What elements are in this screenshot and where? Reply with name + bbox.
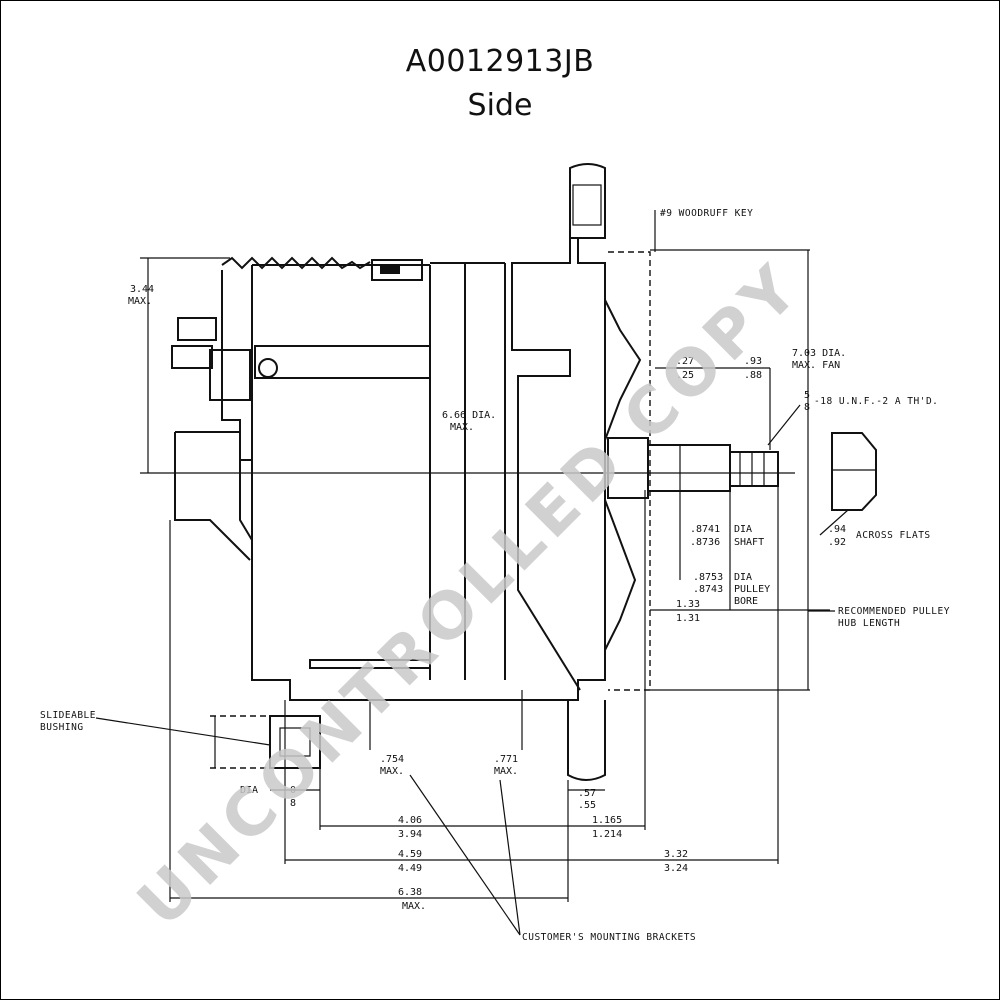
label-332: 3.32 <box>664 849 688 860</box>
label-771-max: MAX. <box>494 766 518 777</box>
label-406: 4.06 <box>398 815 422 826</box>
label-449: 4.49 <box>398 863 422 874</box>
label-638: 6.38 <box>398 887 422 898</box>
rear-lower-housing <box>175 431 253 680</box>
cooling-fins <box>221 256 371 270</box>
label-bore: BORE <box>734 596 758 607</box>
label-shaft-dia: DIA <box>734 524 752 535</box>
label-131: 1.31 <box>676 613 700 624</box>
bracket-leader-1 <box>409 774 521 936</box>
label-shaft: SHAFT <box>734 537 764 548</box>
label-brackets: CUSTOMER'S MOUNTING BRACKETS <box>522 932 696 943</box>
top-terminal <box>371 259 423 281</box>
label-666: 6.66 DIA. <box>442 410 496 421</box>
label-1165: 1.165 <box>592 815 622 826</box>
stator-bottom <box>309 659 431 669</box>
label-8743: .8743 <box>693 584 723 595</box>
bushing-bore <box>279 727 311 757</box>
label-hub-rec: RECOMMENDED PULLEY <box>838 606 950 617</box>
terminal-washer <box>258 358 278 378</box>
label-27: .27 <box>676 356 694 367</box>
fan-blade-upper <box>604 299 642 441</box>
rear-cap <box>221 270 252 461</box>
label-57: .57 <box>578 788 596 799</box>
label-thread-8: 8 <box>804 402 810 413</box>
lower-mount-ear <box>567 700 606 781</box>
top-terminal-core <box>380 264 400 274</box>
label-771: .771 <box>494 754 518 765</box>
label-slideable: SLIDEABLE <box>40 710 96 721</box>
label-344-max: MAX. <box>128 296 152 307</box>
bushing-leader <box>95 717 271 746</box>
shaft-housing <box>254 345 431 379</box>
drawing-subtitle: Side <box>467 88 533 123</box>
label-754-max: MAX. <box>380 766 404 777</box>
label-88: .88 <box>744 370 762 381</box>
label-small-0: 0 <box>290 785 296 796</box>
shaft-nut <box>831 432 877 511</box>
label-8741: .8741 <box>690 524 720 535</box>
label-small-dia: DIA <box>240 785 258 796</box>
label-bushing: BUSHING <box>40 722 84 733</box>
label-25: .25 <box>676 370 694 381</box>
slideable-bushing <box>269 715 321 769</box>
label-flats: ACROSS FLATS <box>856 530 931 541</box>
mounting-bracket-area <box>210 690 523 769</box>
dimension-lines <box>95 210 849 936</box>
thread-leader <box>767 404 801 446</box>
label-666-max: MAX. <box>450 422 474 433</box>
label-thread: -18 U.N.F.-2 A TH'D. <box>814 396 938 407</box>
label-459: 4.59 <box>398 849 422 860</box>
terminal-nut <box>177 317 217 341</box>
label-324: 3.24 <box>664 863 688 874</box>
bracket-leader-2 <box>499 779 521 936</box>
label-133: 1.33 <box>676 599 700 610</box>
dimension-labels: 3.44 MAX. 6.66 DIA. MAX. 7.03 DIA. MAX. … <box>40 208 950 943</box>
terminal-bolt <box>171 345 213 369</box>
rear-mount-boss <box>174 432 251 561</box>
fan-blade-lower <box>604 499 637 651</box>
upper-ear-slot <box>572 184 602 226</box>
fan-outline <box>608 251 651 691</box>
label-754: .754 <box>380 754 404 765</box>
label-hub-len: HUB LENGTH <box>838 618 900 629</box>
label-93: .93 <box>744 356 762 367</box>
uncontrolled-copy-watermark: UNCONTROLLED COPY <box>124 249 816 941</box>
label-8736: .8736 <box>690 537 720 548</box>
label-394: 3.94 <box>398 829 422 840</box>
alternator-body <box>140 163 877 781</box>
label-638-max: MAX. <box>402 901 426 912</box>
label-8753: .8753 <box>693 572 723 583</box>
label-woodruff: #9 WOODRUFF KEY <box>660 208 753 219</box>
threaded-shaft-end <box>729 451 779 487</box>
label-flats-92: .92 <box>828 537 846 548</box>
label-small-8: 8 <box>290 798 296 809</box>
drawing-title: A0012913JB <box>405 44 595 79</box>
label-1214: 1.214 <box>592 829 622 840</box>
label-thread-5: 5 <box>804 390 810 401</box>
label-55: .55 <box>578 800 596 811</box>
label-bore-dia: DIA <box>734 572 752 583</box>
rear-terminal-block <box>209 349 251 401</box>
flats-leader <box>819 509 849 536</box>
label-bore-pulley: PULLEY <box>734 584 770 595</box>
label-344: 3.44 <box>130 284 154 295</box>
label-703: 7.03 DIA. <box>792 348 846 359</box>
upper-mount-ear <box>569 163 606 239</box>
label-703-fan: MAX. FAN <box>792 360 840 371</box>
label-flats-94: .94 <box>828 524 846 535</box>
